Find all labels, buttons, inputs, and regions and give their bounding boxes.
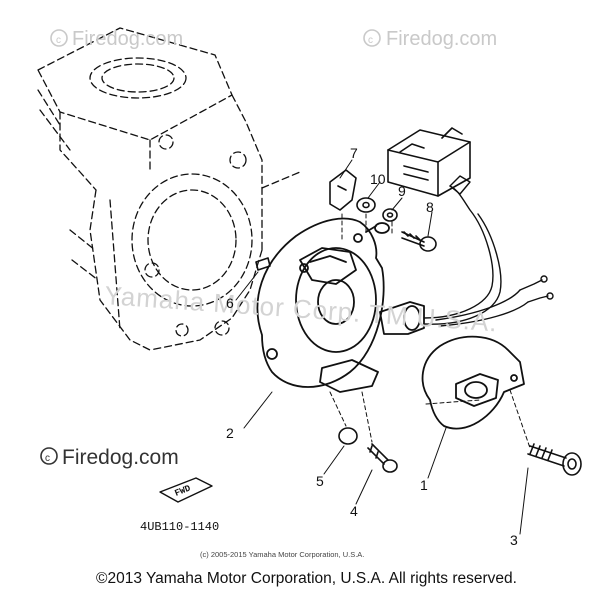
watermark-brand-line: Yamaha Motor Corp. TM U.S.A.: [104, 280, 499, 337]
wire-harness: [423, 175, 554, 327]
coupler-connector: [387, 127, 471, 197]
copyright-footer: ©2013 Yamaha Motor Corporation, U.S.A. A…: [96, 570, 517, 587]
callout-6: 6: [226, 295, 234, 311]
callout-10: 10: [370, 171, 386, 187]
watermark-text: Firedog.com: [62, 446, 179, 469]
engine-block: [37, 27, 301, 351]
fwd-tag-outline: [159, 477, 213, 503]
stator-assembly: [256, 217, 425, 393]
callout-4: 4: [350, 503, 358, 519]
callout-2: 2: [226, 425, 234, 441]
svg-text:c: c: [368, 35, 373, 46]
washer-part-10: [356, 197, 376, 213]
callout-5: 5: [316, 473, 324, 489]
exploded-parts-diagram: c Firedog.com c Firedog.com Yamaha Motor…: [37, 27, 582, 559]
callout-8: 8: [426, 199, 434, 215]
bolt-part-3: [527, 443, 582, 476]
watermark-bottom-left: c Firedog.com: [40, 446, 179, 469]
pin-part-6: [255, 257, 271, 271]
watermark-text: Firedog.com: [72, 28, 183, 50]
svg-text:c: c: [45, 453, 50, 464]
screw-part-8: [401, 231, 437, 252]
svg-text:c: c: [56, 35, 61, 46]
lock-washer-part-9: [382, 208, 398, 222]
washer-part-5: [338, 427, 358, 445]
callout-1: 1: [420, 477, 428, 493]
bracket-part-7: [329, 169, 357, 211]
pickup-plate-part-1: [421, 335, 525, 430]
assembly-lines: [329, 213, 531, 449]
watermark-top-right: c Firedog.com: [363, 28, 497, 50]
small-copyright: (c) 2005-2015 Yamaha Motor Corporation, …: [200, 550, 364, 559]
callout-7: 7: [350, 145, 358, 161]
callout-9: 9: [398, 183, 406, 199]
screw-part-4: [367, 443, 398, 473]
watermark-text: Firedog.com: [386, 28, 497, 50]
diagram-code: 4UB110-1140: [140, 520, 219, 534]
callout-3: 3: [510, 532, 518, 548]
watermark-top-left: c Firedog.com: [50, 28, 183, 50]
callout-leaders: [235, 159, 529, 535]
